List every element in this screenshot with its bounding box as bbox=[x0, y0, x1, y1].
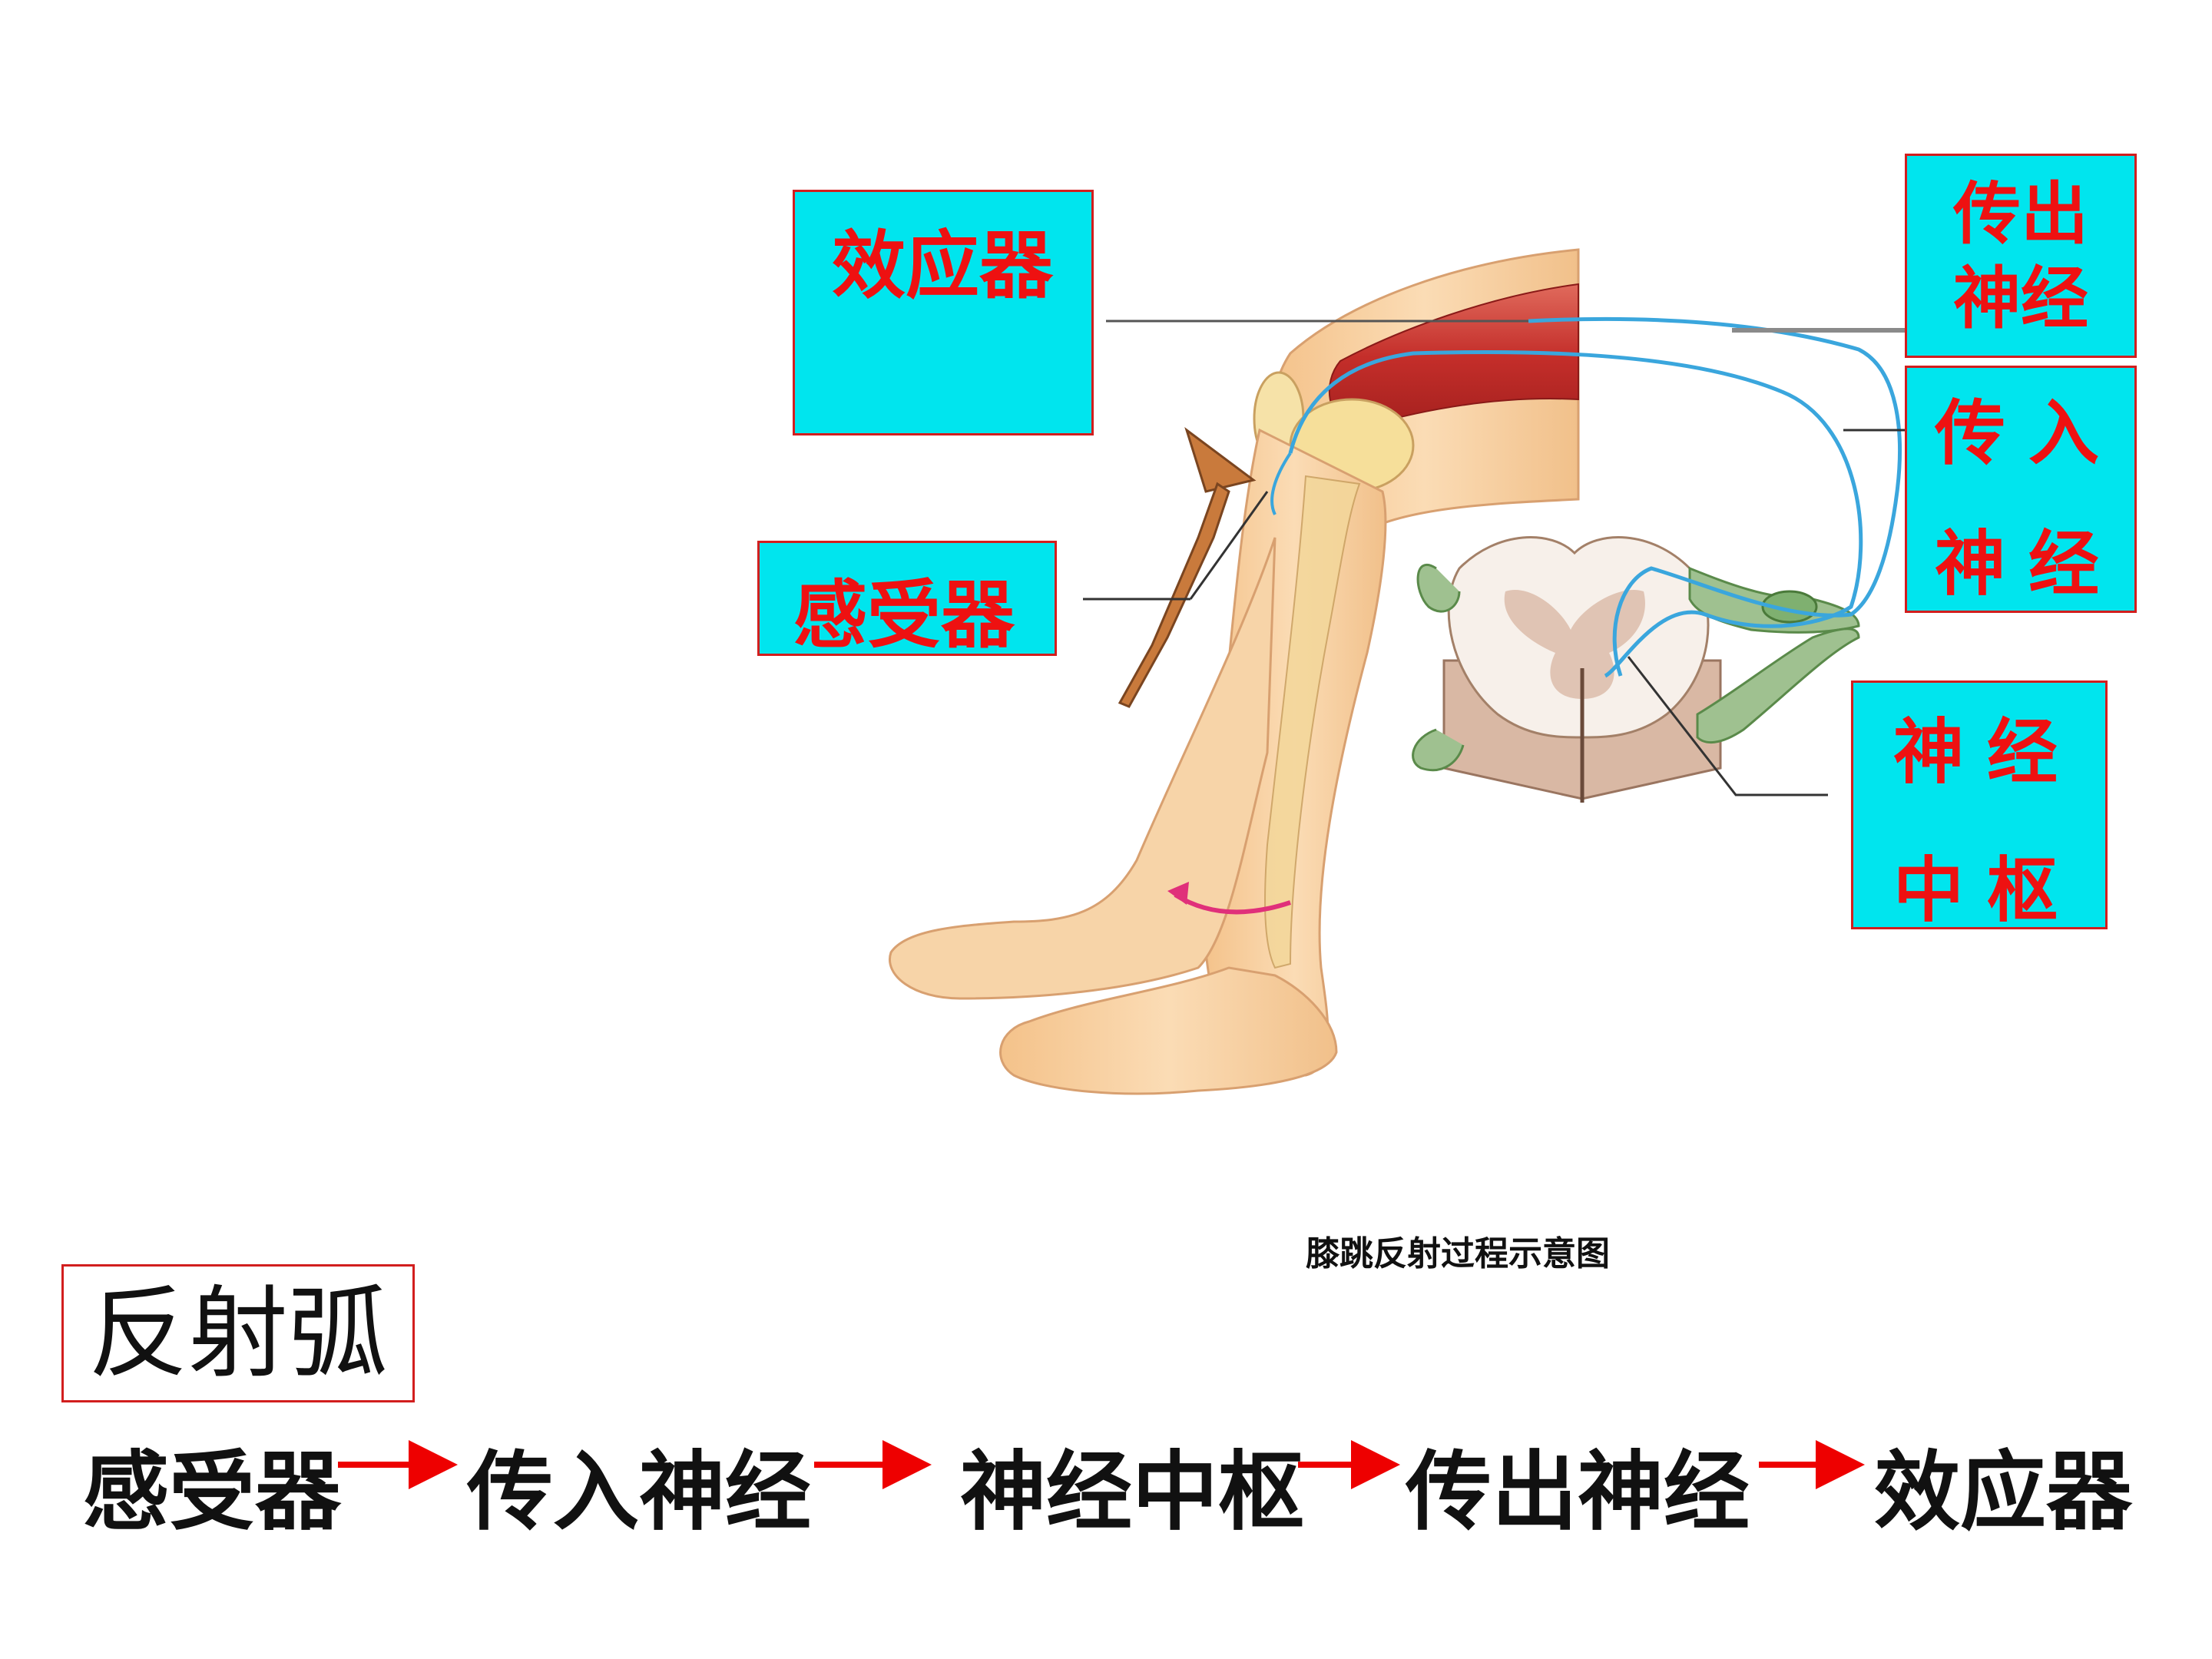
label-afferent-line1: 传入 bbox=[1934, 392, 2122, 475]
back-leg bbox=[889, 537, 1277, 1000]
chain-step-center: 神经中枢 bbox=[960, 1442, 1304, 1542]
label-receptor: 感受器 bbox=[757, 541, 1057, 658]
label-afferent-line2: 神经 bbox=[1934, 522, 2122, 605]
tibia bbox=[1264, 475, 1361, 969]
foot bbox=[999, 966, 1338, 1095]
label-efferent-line1: 传出 bbox=[1952, 174, 2088, 253]
label-afferent-nerve: 传入 神经 bbox=[1905, 366, 2137, 613]
spinal-cord-section bbox=[1412, 536, 1860, 803]
label-center-line2: 中枢 bbox=[1892, 849, 2081, 932]
center-leader bbox=[1627, 656, 1828, 796]
label-center-line1: 神经 bbox=[1892, 710, 2081, 793]
label-effector-text: 效应器 bbox=[832, 222, 1053, 309]
label-effector: 效应器 bbox=[793, 190, 1094, 435]
diagram-caption: 膝跳反射过程示意图 bbox=[1306, 1234, 1610, 1273]
label-receptor-text: 感受器 bbox=[793, 571, 1015, 658]
reflex-arc-title: 反射弧 bbox=[61, 1264, 415, 1402]
afferent-nerve-path bbox=[1288, 349, 1863, 678]
chain-step-receptor: 感受器 bbox=[83, 1442, 341, 1542]
chain-step-effector: 效应器 bbox=[1874, 1442, 2132, 1542]
label-efferent-nerve: 传出 神经 bbox=[1905, 154, 2137, 358]
reflex-hammer bbox=[1184, 427, 1257, 493]
label-efferent-line2: 神经 bbox=[1952, 258, 2088, 338]
label-nerve-center: 神经 中枢 bbox=[1851, 680, 2108, 932]
chain-step-afferent: 传入神经 bbox=[467, 1442, 811, 1542]
chain-step-efferent: 传出神经 bbox=[1406, 1442, 1750, 1542]
